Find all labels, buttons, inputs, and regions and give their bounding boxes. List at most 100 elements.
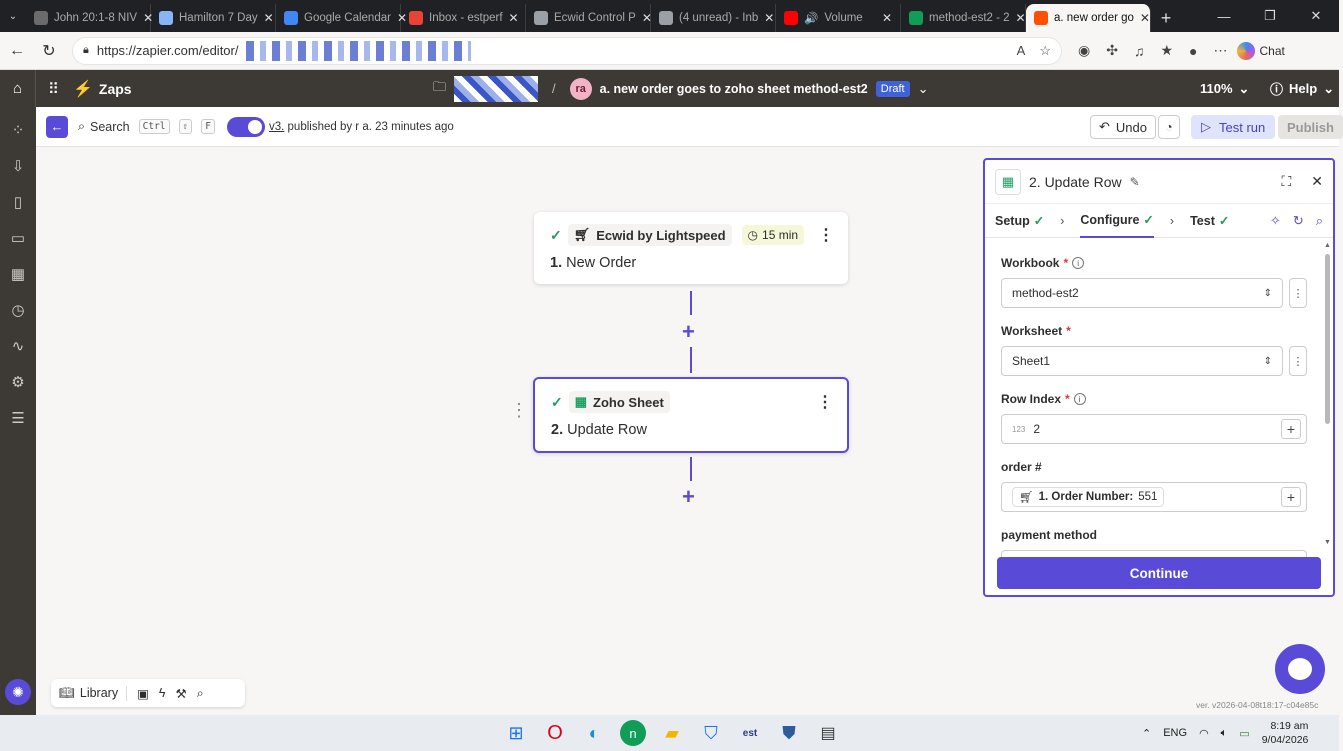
browser-tab[interactable]: Ecwid Control P✕: [526, 4, 652, 32]
close-icon[interactable]: ✕: [1311, 173, 1323, 189]
extension-icon[interactable]: ◉: [1078, 42, 1091, 58]
refresh-icon[interactable]: ↻: [1292, 212, 1304, 228]
close-icon[interactable]: ✕: [641, 11, 652, 25]
app-grid-icon[interactable]: ⠿: [48, 80, 59, 98]
zoom-select[interactable]: 110%⌄: [1200, 80, 1250, 97]
publish-button[interactable]: Publish: [1278, 115, 1343, 139]
search-icon[interactable]: ⌕: [1315, 212, 1323, 228]
order-number-input[interactable]: 🛒︎1. Order Number:551 +: [1001, 482, 1307, 512]
expand-icon[interactable]: ⛶: [1281, 173, 1292, 189]
activity-icon[interactable]: ∿: [11, 338, 25, 355]
search-icon[interactable]: ⌕: [196, 685, 204, 700]
notion-calendar-icon[interactable]: n: [620, 720, 646, 746]
tab-configure[interactable]: Configure✓: [1080, 204, 1154, 238]
defender-shield-icon[interactable]: ⛉: [704, 722, 718, 743]
library-button[interactable]: 📖︎Library: [59, 685, 128, 701]
field-options-icon[interactable]: ⋮: [1289, 346, 1307, 376]
more-icon[interactable]: ⋯: [1213, 42, 1228, 58]
info-icon[interactable]: i: [1072, 257, 1085, 269]
restore-icon[interactable]: ❐: [1264, 8, 1276, 23]
close-icon[interactable]: ✕: [143, 11, 154, 25]
volume-icon[interactable]: 🔈︎: [1220, 726, 1228, 739]
browser-tab[interactable]: Google Calendar✕: [276, 4, 407, 32]
browser-tab[interactable]: Hamilton 7 Day✕: [151, 4, 276, 32]
close-icon[interactable]: ✕: [1015, 11, 1026, 25]
import-icon[interactable]: ⇩: [11, 158, 25, 175]
info-icon[interactable]: i: [1073, 393, 1086, 405]
ai-sparkle-icon[interactable]: ✧: [1269, 212, 1281, 228]
app-name[interactable]: Zaps: [98, 80, 132, 97]
tab-setup[interactable]: Setup✓: [995, 213, 1045, 229]
zap-on-off-toggle[interactable]: [226, 116, 265, 137]
panel-scrollbar[interactable]: ▲ ▼: [1323, 242, 1333, 546]
insert-data-plus-icon[interactable]: +: [1281, 419, 1301, 439]
close-window-icon[interactable]: ✕: [1310, 8, 1322, 23]
media-icon[interactable]: ♫: [1133, 42, 1145, 59]
close-icon[interactable]: ✕: [263, 11, 274, 25]
app-icon[interactable]: est: [742, 727, 758, 739]
back-button[interactable]: ←: [46, 115, 68, 138]
browser-tab-active[interactable]: a. new order go✕: [1026, 4, 1151, 32]
file-explorer-icon[interactable]: ▰: [665, 722, 679, 743]
insert-data-plus-icon[interactable]: +: [1281, 487, 1301, 507]
edit-pencil-icon[interactable]: ✎: [1129, 174, 1140, 189]
history-button[interactable]: ◔: [1158, 115, 1180, 139]
speaker-icon[interactable]: 🔊: [804, 13, 819, 25]
scroll-down-icon[interactable]: ▼: [1324, 539, 1331, 546]
add-step-plus-icon[interactable]: +: [682, 484, 695, 509]
tab-list-chevron-icon[interactable]: ⌄: [8, 10, 18, 22]
browser-tab[interactable]: Inbox - estperf✕: [401, 4, 526, 32]
back-arrow-icon[interactable]: ←: [9, 41, 25, 59]
apps-icon[interactable]: ⁘: [11, 122, 25, 139]
close-icon[interactable]: ✕: [508, 11, 519, 25]
test-run-button[interactable]: ▷Test run: [1191, 115, 1276, 139]
copilot-chat-button[interactable]: Chat: [1237, 41, 1285, 60]
support-chat-button[interactable]: [1275, 644, 1325, 694]
chevron-down-icon[interactable]: ⌄: [917, 80, 929, 96]
close-icon[interactable]: ✕: [396, 11, 408, 25]
zap-title[interactable]: a. new order goes to zoho sheet method-e…: [599, 81, 868, 96]
add-step-plus-icon[interactable]: +: [682, 319, 695, 344]
close-icon[interactable]: ✕: [764, 11, 775, 25]
widgets-icon[interactable]: ▣: [137, 686, 149, 701]
read-aloud-icon[interactable]: A: [1016, 42, 1026, 58]
history-icon[interactable]: ◷: [11, 302, 25, 319]
worksheet-select[interactable]: Sheet1⇕: [1001, 346, 1283, 376]
site-info-icon[interactable]: 🔒︎: [83, 44, 89, 56]
bolt-icon[interactable]: ϟ: [158, 686, 166, 700]
continue-button[interactable]: Continue: [997, 557, 1321, 589]
tools-icon[interactable]: ⚒: [175, 686, 187, 701]
field-options-icon[interactable]: ⋮: [1289, 278, 1307, 308]
wifi-icon[interactable]: ◠: [1199, 727, 1209, 740]
url-field[interactable]: 🔒︎ https://zapier.com/editor/ A ☆: [72, 36, 1062, 65]
minimize-icon[interactable]: —: [1217, 8, 1231, 24]
windows-start-icon[interactable]: ⊞: [508, 722, 524, 743]
comment-icon[interactable]: ▭: [10, 230, 26, 247]
favorite-star-icon[interactable]: ☆: [1039, 42, 1051, 58]
calendar-icon[interactable]: ▦: [10, 266, 26, 283]
scroll-up-icon[interactable]: ▲: [1324, 242, 1331, 249]
tab-test[interactable]: Test✓: [1190, 213, 1230, 229]
security-shield-icon[interactable]: ⛊: [782, 722, 796, 743]
settings-icon[interactable]: ⚙: [11, 374, 25, 391]
folder-icon[interactable]: 🗀: [433, 78, 447, 94]
profile-avatar-icon[interactable]: ●: [1189, 42, 1198, 59]
ai-copilot-icon[interactable]: ✺: [5, 679, 31, 705]
version-link[interactable]: v3.: [268, 120, 285, 133]
battery-icon[interactable]: ▭: [1239, 727, 1250, 740]
home-icon[interactable]: ⌂: [0, 70, 36, 107]
browser-tab[interactable]: John 20:1-8 NIV✕: [26, 4, 154, 32]
edge-icon[interactable]: ◐: [581, 720, 607, 746]
more-vertical-icon[interactable]: ⋮: [818, 227, 834, 244]
versions-icon[interactable]: ☰: [11, 410, 25, 427]
redacted-folder-name[interactable]: [454, 75, 539, 102]
close-icon[interactable]: ✕: [881, 11, 892, 25]
undo-button[interactable]: ↶Undo: [1090, 115, 1156, 139]
close-icon[interactable]: ✕: [1139, 11, 1150, 25]
chevron-up-icon[interactable]: ⌃: [1142, 727, 1152, 740]
document-icon[interactable]: ▯: [13, 194, 23, 211]
reload-icon[interactable]: ↻: [42, 42, 56, 60]
